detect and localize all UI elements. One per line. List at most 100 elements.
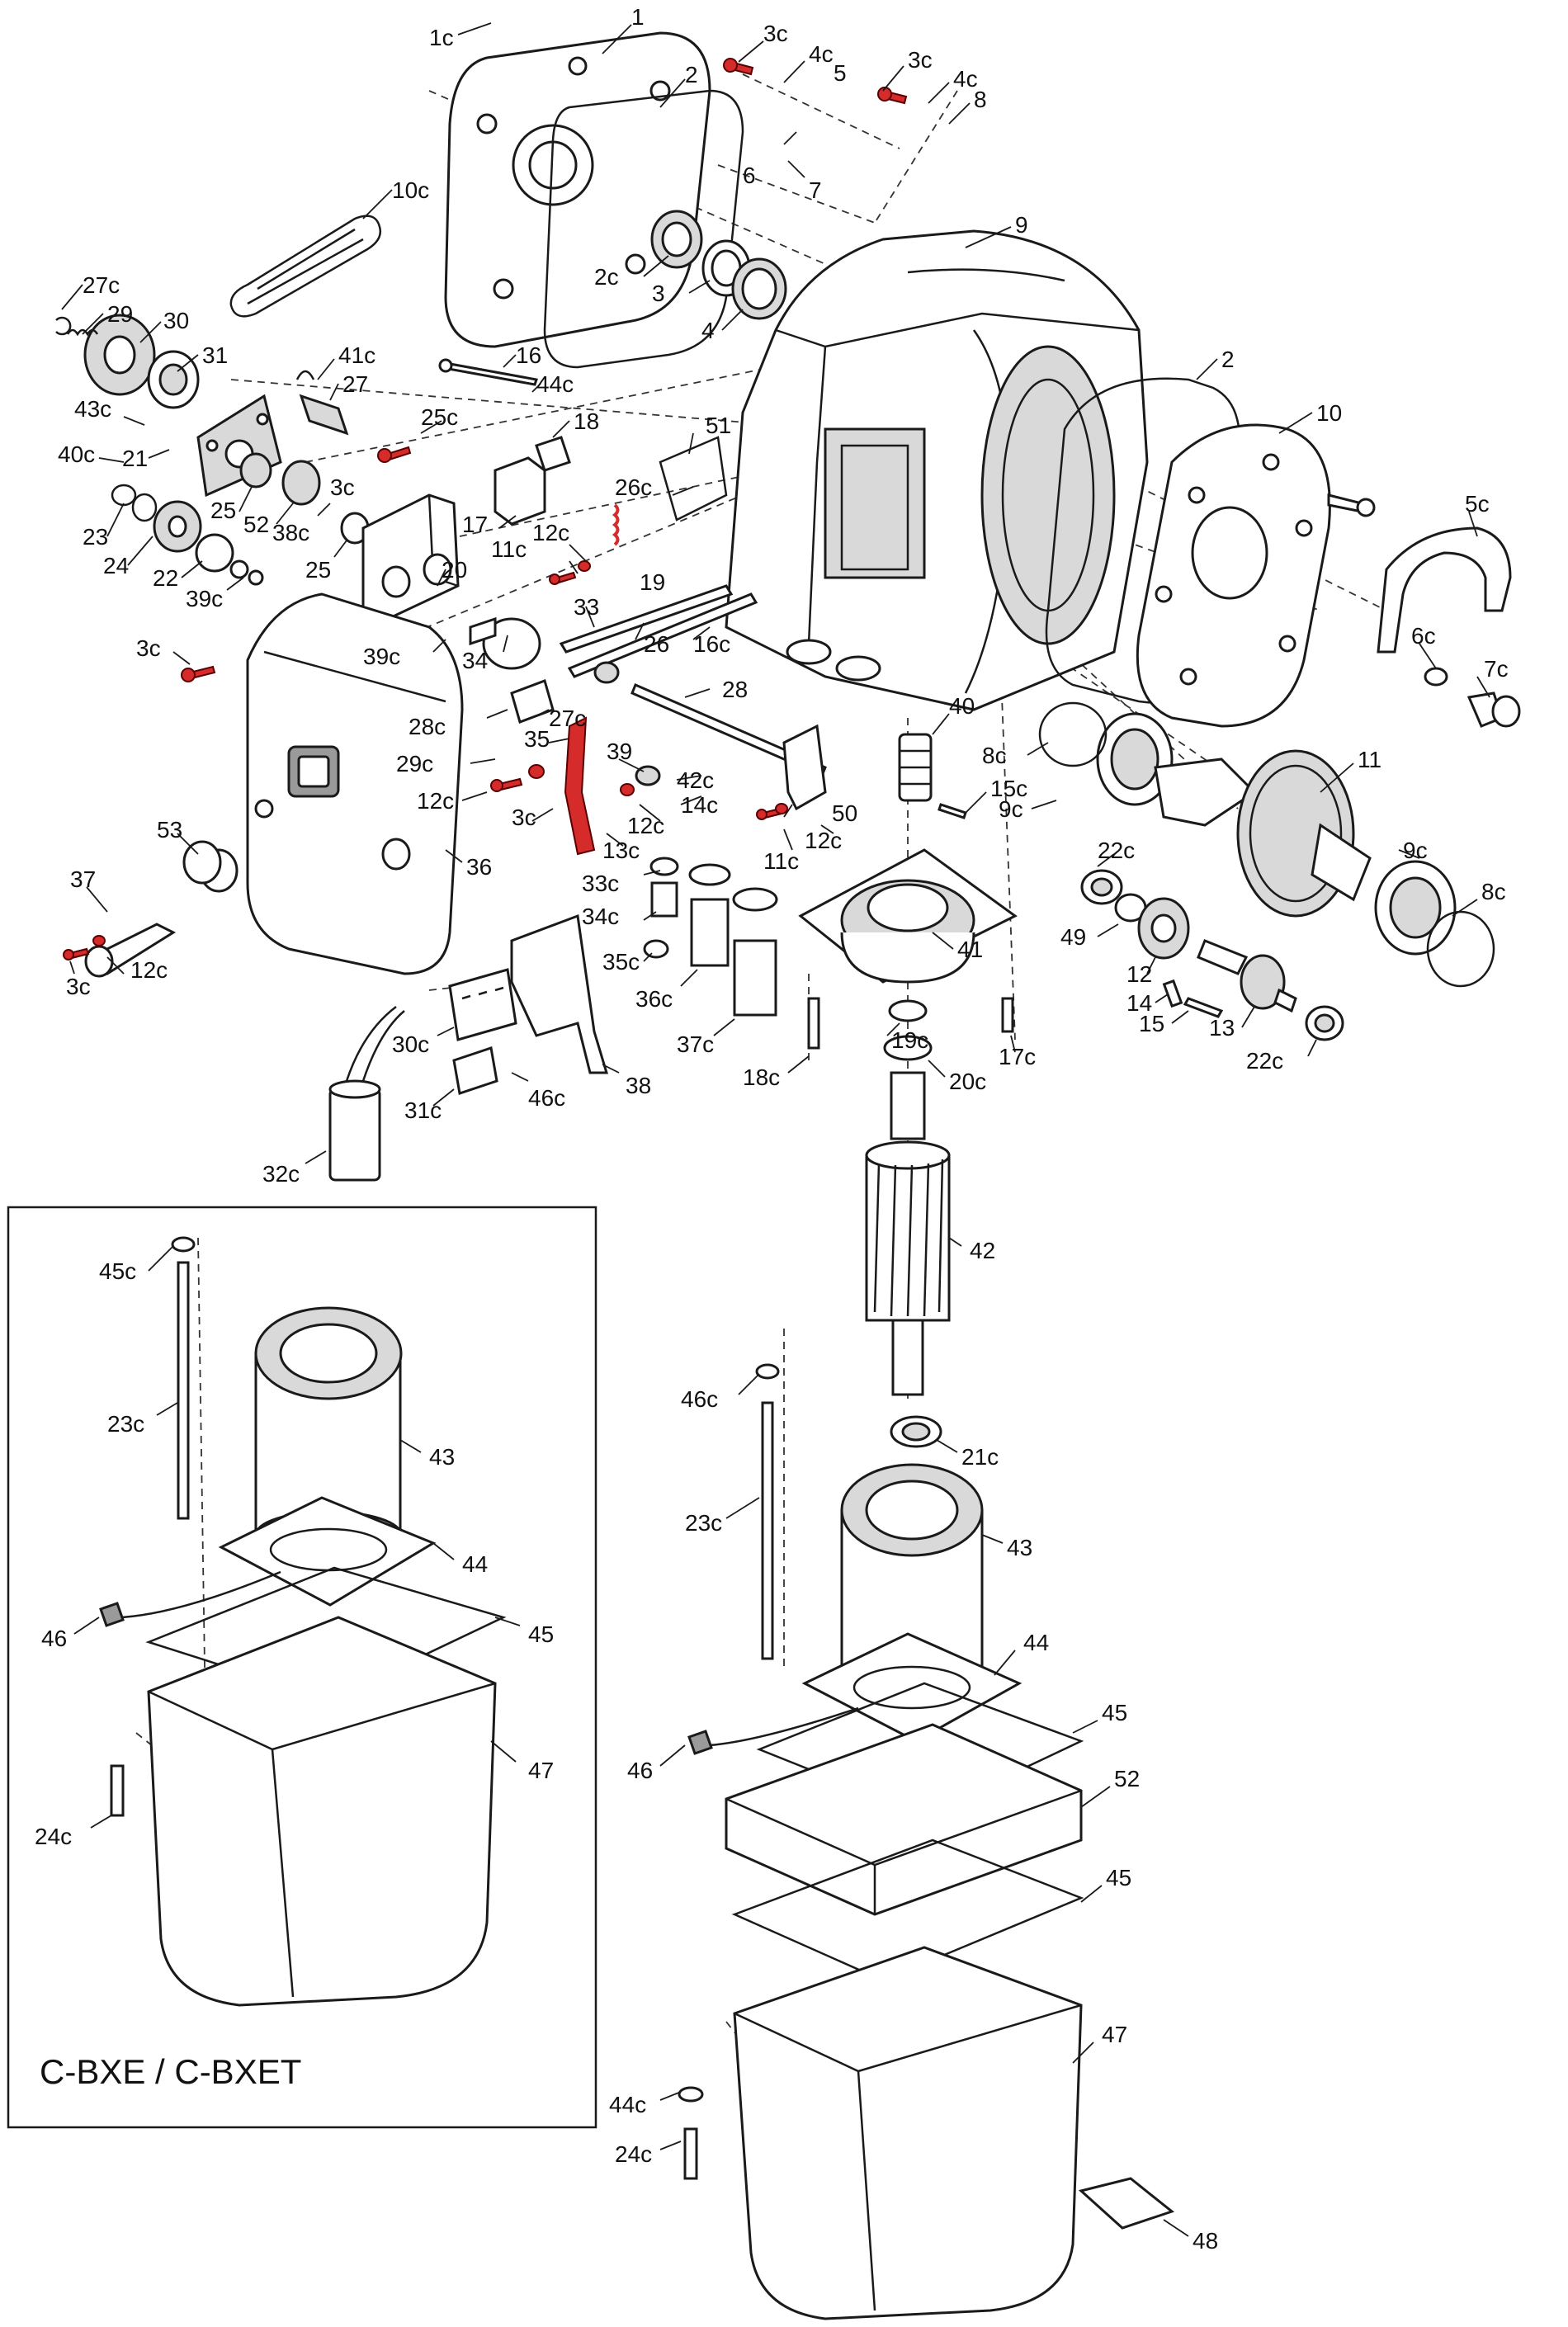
label-24: 24 bbox=[103, 553, 129, 578]
label-42: 42 bbox=[970, 1238, 995, 1263]
label-32c: 32c bbox=[262, 1161, 300, 1187]
label-44a: 44 bbox=[462, 1551, 488, 1577]
label-12c-d: 12c bbox=[805, 828, 842, 853]
gasket-45-lower bbox=[731, 1838, 1084, 1982]
label-8c-b: 8c bbox=[1481, 879, 1506, 904]
label-19c: 19c bbox=[891, 1027, 928, 1053]
bearing-21c bbox=[890, 1415, 942, 1448]
label-12c-a: 12c bbox=[532, 520, 569, 545]
label-6c: 6c bbox=[1411, 623, 1436, 649]
label-21: 21 bbox=[122, 446, 148, 471]
label-28: 28 bbox=[722, 677, 748, 702]
label-2: 2 bbox=[685, 62, 698, 87]
bearing-22c bbox=[1080, 869, 1123, 905]
tie-rod-23c-inset bbox=[171, 1236, 196, 1520]
label-49: 49 bbox=[1060, 924, 1086, 950]
label-22: 22 bbox=[153, 565, 178, 591]
washer-6c bbox=[1424, 667, 1448, 687]
bolt-24c-main bbox=[678, 2086, 704, 2180]
label-27: 27 bbox=[342, 371, 368, 397]
label-3: 3 bbox=[652, 281, 665, 306]
plate-48 bbox=[1078, 2177, 1175, 2230]
shaft-33 bbox=[559, 584, 734, 654]
label-7: 7 bbox=[809, 177, 822, 203]
terminal-block-30c bbox=[448, 968, 517, 1041]
label-34: 34 bbox=[462, 648, 488, 673]
label-45a: 45 bbox=[528, 1621, 554, 1647]
terminal-block-31c bbox=[452, 1046, 498, 1095]
label-47b: 47 bbox=[1102, 2022, 1127, 2047]
label-21c: 21c bbox=[961, 1444, 999, 1470]
bearing-22c-b bbox=[1305, 1005, 1344, 1041]
oil-tank-47-main bbox=[733, 1946, 1083, 2320]
bolt-7c bbox=[1466, 691, 1521, 728]
label-33: 33 bbox=[574, 594, 599, 620]
label-51: 51 bbox=[706, 413, 731, 438]
label-18c: 18c bbox=[743, 1064, 780, 1090]
label-3c-f: 3c bbox=[66, 974, 91, 999]
label-24c-a: 24c bbox=[35, 1824, 72, 1849]
shaft-40 bbox=[898, 733, 933, 802]
label-15: 15 bbox=[1139, 1011, 1164, 1036]
gears-25-52 bbox=[239, 452, 370, 545]
bracket-5c bbox=[1377, 526, 1512, 654]
label-23: 23 bbox=[83, 524, 108, 550]
label-2b: 2 bbox=[1221, 347, 1235, 372]
label-26: 26 bbox=[644, 631, 669, 657]
label-9c-b: 9c bbox=[1403, 838, 1428, 863]
pin-16 bbox=[438, 358, 538, 386]
grommet-46-inset bbox=[99, 1570, 281, 1627]
cable-glands-33c-37c bbox=[643, 857, 778, 1017]
bracket-27c-28c bbox=[510, 679, 555, 724]
label-12c-e: 12c bbox=[130, 957, 168, 983]
inset-panel bbox=[7, 1206, 597, 2129]
gear-30 bbox=[83, 314, 156, 396]
label-4: 4 bbox=[701, 318, 715, 343]
spacer-52-main bbox=[725, 1723, 1083, 1916]
label-18: 18 bbox=[574, 408, 599, 434]
main-housing-9 bbox=[725, 229, 1149, 711]
label-43a: 43 bbox=[429, 1444, 455, 1470]
label-44b: 44 bbox=[1023, 1630, 1049, 1655]
label-31c: 31c bbox=[404, 1097, 442, 1123]
label-29c: 29c bbox=[396, 751, 433, 776]
label-4c-b: 4c bbox=[953, 66, 978, 92]
rotor-42 bbox=[865, 1071, 951, 1396]
oil-tank-47-inset bbox=[147, 1616, 497, 2007]
label-14c: 14c bbox=[681, 792, 718, 818]
label-34c: 34c bbox=[582, 904, 619, 929]
cover-plate-1 bbox=[444, 31, 711, 348]
label-39c-a: 39c bbox=[186, 586, 223, 611]
worm-shaft-13 bbox=[1197, 939, 1297, 1013]
flange-41 bbox=[798, 848, 1018, 984]
wire-clip-51 bbox=[659, 436, 728, 522]
label-37: 37 bbox=[70, 866, 96, 892]
label-35c: 35c bbox=[602, 949, 640, 975]
belt-10c bbox=[229, 215, 382, 318]
label-43c: 43c bbox=[74, 396, 111, 422]
bush-53 bbox=[182, 840, 239, 893]
label-41: 41 bbox=[957, 937, 983, 962]
label-10: 10 bbox=[1316, 400, 1342, 426]
bearing-9c-left bbox=[1096, 712, 1174, 806]
inset-title: C-BXE / C-BXET bbox=[40, 2052, 301, 2091]
label-22c-a: 22c bbox=[1098, 838, 1135, 863]
spring-29 bbox=[66, 328, 99, 337]
label-46a: 46 bbox=[41, 1626, 67, 1651]
label-6: 6 bbox=[743, 163, 756, 188]
pinion-12 bbox=[1137, 897, 1190, 960]
label-25b: 25 bbox=[305, 557, 331, 583]
label-46c-b: 46c bbox=[681, 1386, 718, 1412]
label-45b: 45 bbox=[1102, 1700, 1127, 1725]
release-lever-35 bbox=[564, 716, 596, 856]
label-27c-a: 27c bbox=[83, 272, 120, 298]
gasket-2-top bbox=[543, 89, 744, 369]
label-13: 13 bbox=[1209, 1015, 1235, 1041]
front-cover-36 bbox=[246, 592, 464, 975]
label-43b: 43 bbox=[1007, 1535, 1032, 1560]
label-16: 16 bbox=[516, 342, 541, 368]
label-44c-b: 44c bbox=[609, 2092, 646, 2117]
label-38c: 38c bbox=[272, 520, 309, 545]
label-36c: 36c bbox=[635, 986, 673, 1012]
